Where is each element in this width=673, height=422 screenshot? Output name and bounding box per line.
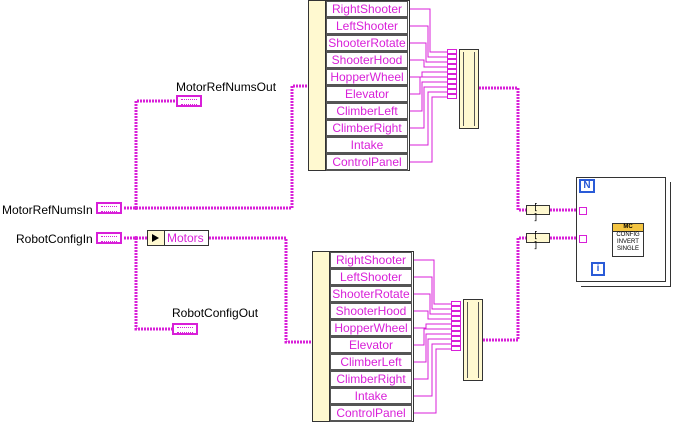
build-array-bottom[interactable] <box>451 301 463 356</box>
robot-config-out-terminal[interactable] <box>172 323 198 335</box>
array-node-bottom[interactable] <box>463 299 483 381</box>
robot-config-out-label: RobotConfigOut <box>172 306 259 320</box>
wire-top-to-index <box>476 86 526 212</box>
unbundle-bottom-item: HopperWheel <box>330 320 412 336</box>
subvi-header: MC <box>613 224 643 232</box>
unbundle-bottom-item: RightShooter <box>330 252 412 268</box>
unbundle-top-item: LeftShooter <box>326 18 408 34</box>
loop-tunnel-bottom[interactable] <box>579 235 587 243</box>
unbundle-top-item: HopperWheel <box>326 69 408 85</box>
build-array-top[interactable] <box>447 49 459 104</box>
motor-ref-out-label: MotorRefNumsOut <box>176 80 277 94</box>
unbundle-top[interactable]: RightShooter LeftShooter ShooterRotate S… <box>308 0 410 171</box>
unbundle-bottom-item: ControlPanel <box>330 405 412 421</box>
for-loop[interactable]: N i MC CONFIG INVERT SINGLE <box>576 177 671 287</box>
motor-ref-in-terminal[interactable] <box>96 202 122 214</box>
unbundle-top-item: Intake <box>326 137 408 153</box>
motor-ref-in-label: MotorRefNumsIn <box>2 203 93 217</box>
wire-bottom-to-index <box>480 236 526 342</box>
wire-motors-bottom <box>209 236 312 344</box>
unbundle-bottom-item: LeftShooter <box>330 269 412 285</box>
loop-count-terminal[interactable]: N <box>579 179 595 193</box>
robot-config-in-terminal[interactable] <box>96 232 122 244</box>
wire-motor-ref-top <box>124 84 308 210</box>
unbundle-bottom-item: Elevator <box>330 337 412 353</box>
motors-label: Motors <box>167 231 204 245</box>
robot-config-in-label: RobotConfigIn <box>16 232 93 246</box>
loop-tunnel-top[interactable] <box>579 207 587 215</box>
unbundle-top-item: ClimberRight <box>326 120 408 136</box>
unbundle-bottom-item: ShooterHood <box>330 303 412 319</box>
wire-config-out <box>134 238 172 331</box>
unbundle-top-item: ClimberLeft <box>326 103 408 119</box>
subvi-line: CONFIG <box>616 232 640 238</box>
motor-config-subvi[interactable]: MC CONFIG INVERT SINGLE <box>612 223 644 257</box>
unbundle-bottom-item: ClimberLeft <box>330 354 412 370</box>
loop-index-terminal: i <box>591 262 605 276</box>
unbundle-top-item: ControlPanel <box>326 154 408 170</box>
unbundle-bottom[interactable]: RightShooter LeftShooter ShooterRotate S… <box>312 251 414 422</box>
motors-unbundle[interactable]: Motors <box>147 230 209 246</box>
wire-motor-ref-out <box>134 99 176 208</box>
element-wires <box>409 8 612 414</box>
motor-ref-out-terminal[interactable] <box>176 95 202 107</box>
unbundle-top-item: RightShooter <box>326 1 408 17</box>
unbundle-bottom-item: Intake <box>330 388 412 404</box>
unbundle-bottom-item: ClimberRight <box>330 371 412 387</box>
unbundle-top-item: ShooterRotate <box>326 35 408 51</box>
array-node-top[interactable] <box>459 49 479 129</box>
subvi-line: INVERT <box>617 239 639 245</box>
unbundle-top-item: ShooterHood <box>326 52 408 68</box>
unbundle-arrow-icon <box>148 231 165 245</box>
unbundle-top-item: Elevator <box>326 86 408 102</box>
index-array-top[interactable] <box>526 203 550 223</box>
subvi-line: SINGLE <box>616 246 639 252</box>
index-array-bottom[interactable] <box>526 231 550 251</box>
unbundle-bottom-item: ShooterRotate <box>330 286 412 302</box>
